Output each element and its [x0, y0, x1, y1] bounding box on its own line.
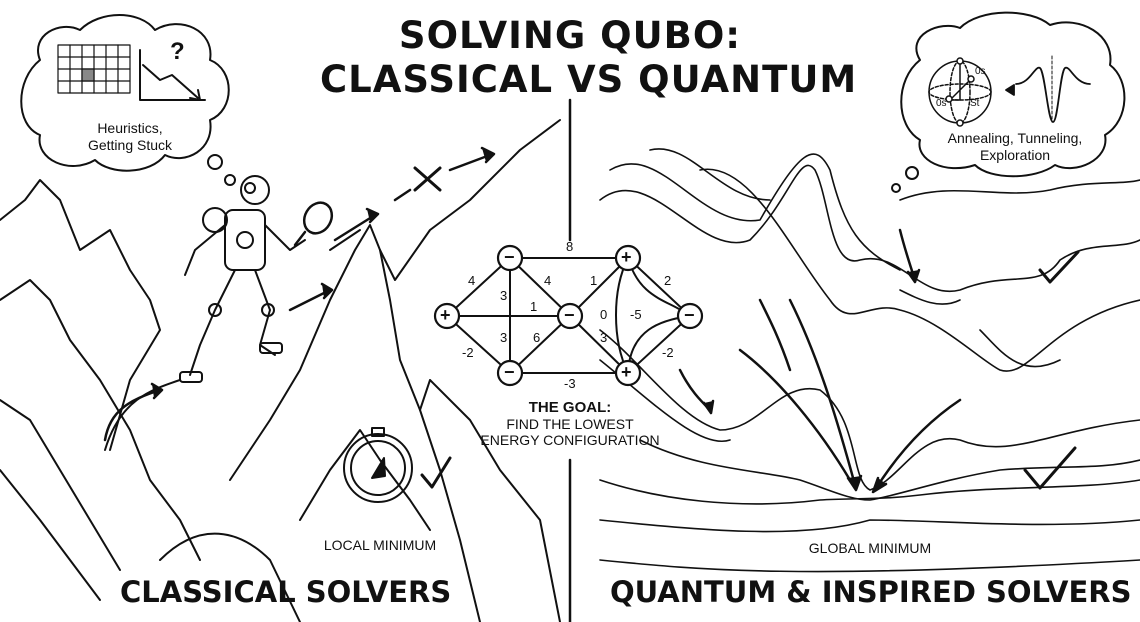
graph-node	[433, 302, 461, 330]
grid-matrix-icon	[57, 44, 131, 94]
node-sign: +	[621, 362, 632, 382]
graph-node	[614, 244, 642, 272]
mountain-landscape	[0, 119, 561, 622]
goal-caption: THE GOAL: FIND THE LOWEST ENERGY CONFIGU…	[470, 399, 670, 449]
bubble-text: Exploration	[979, 147, 1051, 163]
sphere-label: 0s	[936, 98, 947, 109]
qubo-graph	[433, 244, 704, 387]
graph-node	[556, 302, 584, 330]
left-bubble-caption: Heuristics, Getting Stuck	[50, 120, 210, 154]
node-sign: −	[684, 305, 695, 325]
graph-node	[676, 302, 704, 330]
quantum-solvers-heading: QUANTUM & INSPIRED SOLVERS	[610, 575, 1132, 609]
edge-weight: -5	[630, 307, 642, 322]
sphere-label: St	[970, 98, 980, 109]
edge-weight: -2	[662, 345, 674, 360]
edge-weight: -3	[564, 376, 576, 391]
magnifying-glass-icon	[293, 201, 334, 247]
x-mark-icon	[413, 166, 442, 192]
checkmark-icon	[1023, 446, 1077, 490]
sphere-label: 0s	[975, 66, 986, 77]
node-sign: +	[621, 247, 632, 267]
question-mark-icon: ?	[170, 38, 185, 65]
node-sign: −	[564, 305, 575, 325]
edge-weight: -2	[462, 345, 474, 360]
bubble-text: Annealing, Tunneling,	[947, 130, 1083, 146]
edge-weight: 4	[468, 273, 476, 288]
bubble-text: Getting Stuck	[87, 137, 173, 153]
local-minimum-label: LOCAL MINIMUM	[323, 537, 437, 553]
search-path-arrows	[103, 146, 496, 442]
energy-landscape-waves	[599, 148, 1140, 573]
classical-solvers-heading: CLASSICAL SOLVERS	[120, 575, 452, 609]
node-sign: −	[504, 362, 515, 382]
checkmark-icon	[1038, 250, 1080, 284]
graph-node	[614, 359, 642, 387]
edge-weight: 0	[600, 307, 608, 322]
edge-weight: 2	[664, 273, 672, 288]
edge-weight: 3	[600, 330, 608, 345]
edge-weight: 8	[566, 239, 574, 254]
edge-weight: 3	[500, 288, 508, 303]
robot-climber-icon	[179, 175, 306, 383]
wave-packet-icon	[1005, 55, 1091, 123]
graph-node	[496, 244, 524, 272]
goal-text: ENERGY CONFIGURATION	[480, 432, 660, 448]
thought-bubble-left	[20, 14, 236, 186]
page-title: SOLVING QUBO: CLASSICAL VS QUANTUM	[320, 14, 858, 102]
edge-weight: 1	[590, 273, 598, 288]
graph-edge	[615, 257, 629, 374]
thought-bubble-right	[891, 11, 1126, 193]
node-sign: −	[504, 247, 515, 267]
compass-icon	[343, 427, 413, 503]
descending-arrow-chart-icon	[139, 49, 206, 101]
edge-weight: 4	[544, 273, 552, 288]
title-line-1: SOLVING QUBO:	[398, 14, 742, 57]
title-line-2: CLASSICAL VS QUANTUM	[320, 58, 858, 101]
bloch-sphere-icon	[928, 57, 992, 127]
edge-weight: 3	[500, 330, 508, 345]
global-minimum-label: GLOBAL MINIMUM	[808, 540, 932, 556]
edge-weight: 6	[533, 330, 541, 345]
node-sign: +	[440, 305, 451, 325]
edge-weight: 1	[530, 299, 538, 314]
graph-edge	[446, 257, 691, 374]
graph-node	[496, 359, 524, 387]
checkmark-icon	[420, 456, 452, 489]
goal-text: FIND THE LOWEST	[506, 416, 634, 432]
right-bubble-caption: Annealing, Tunneling, Exploration	[920, 130, 1110, 164]
goal-heading: THE GOAL:	[528, 399, 612, 416]
bubble-text: Heuristics,	[97, 120, 163, 136]
tunneling-arrows	[678, 228, 962, 494]
